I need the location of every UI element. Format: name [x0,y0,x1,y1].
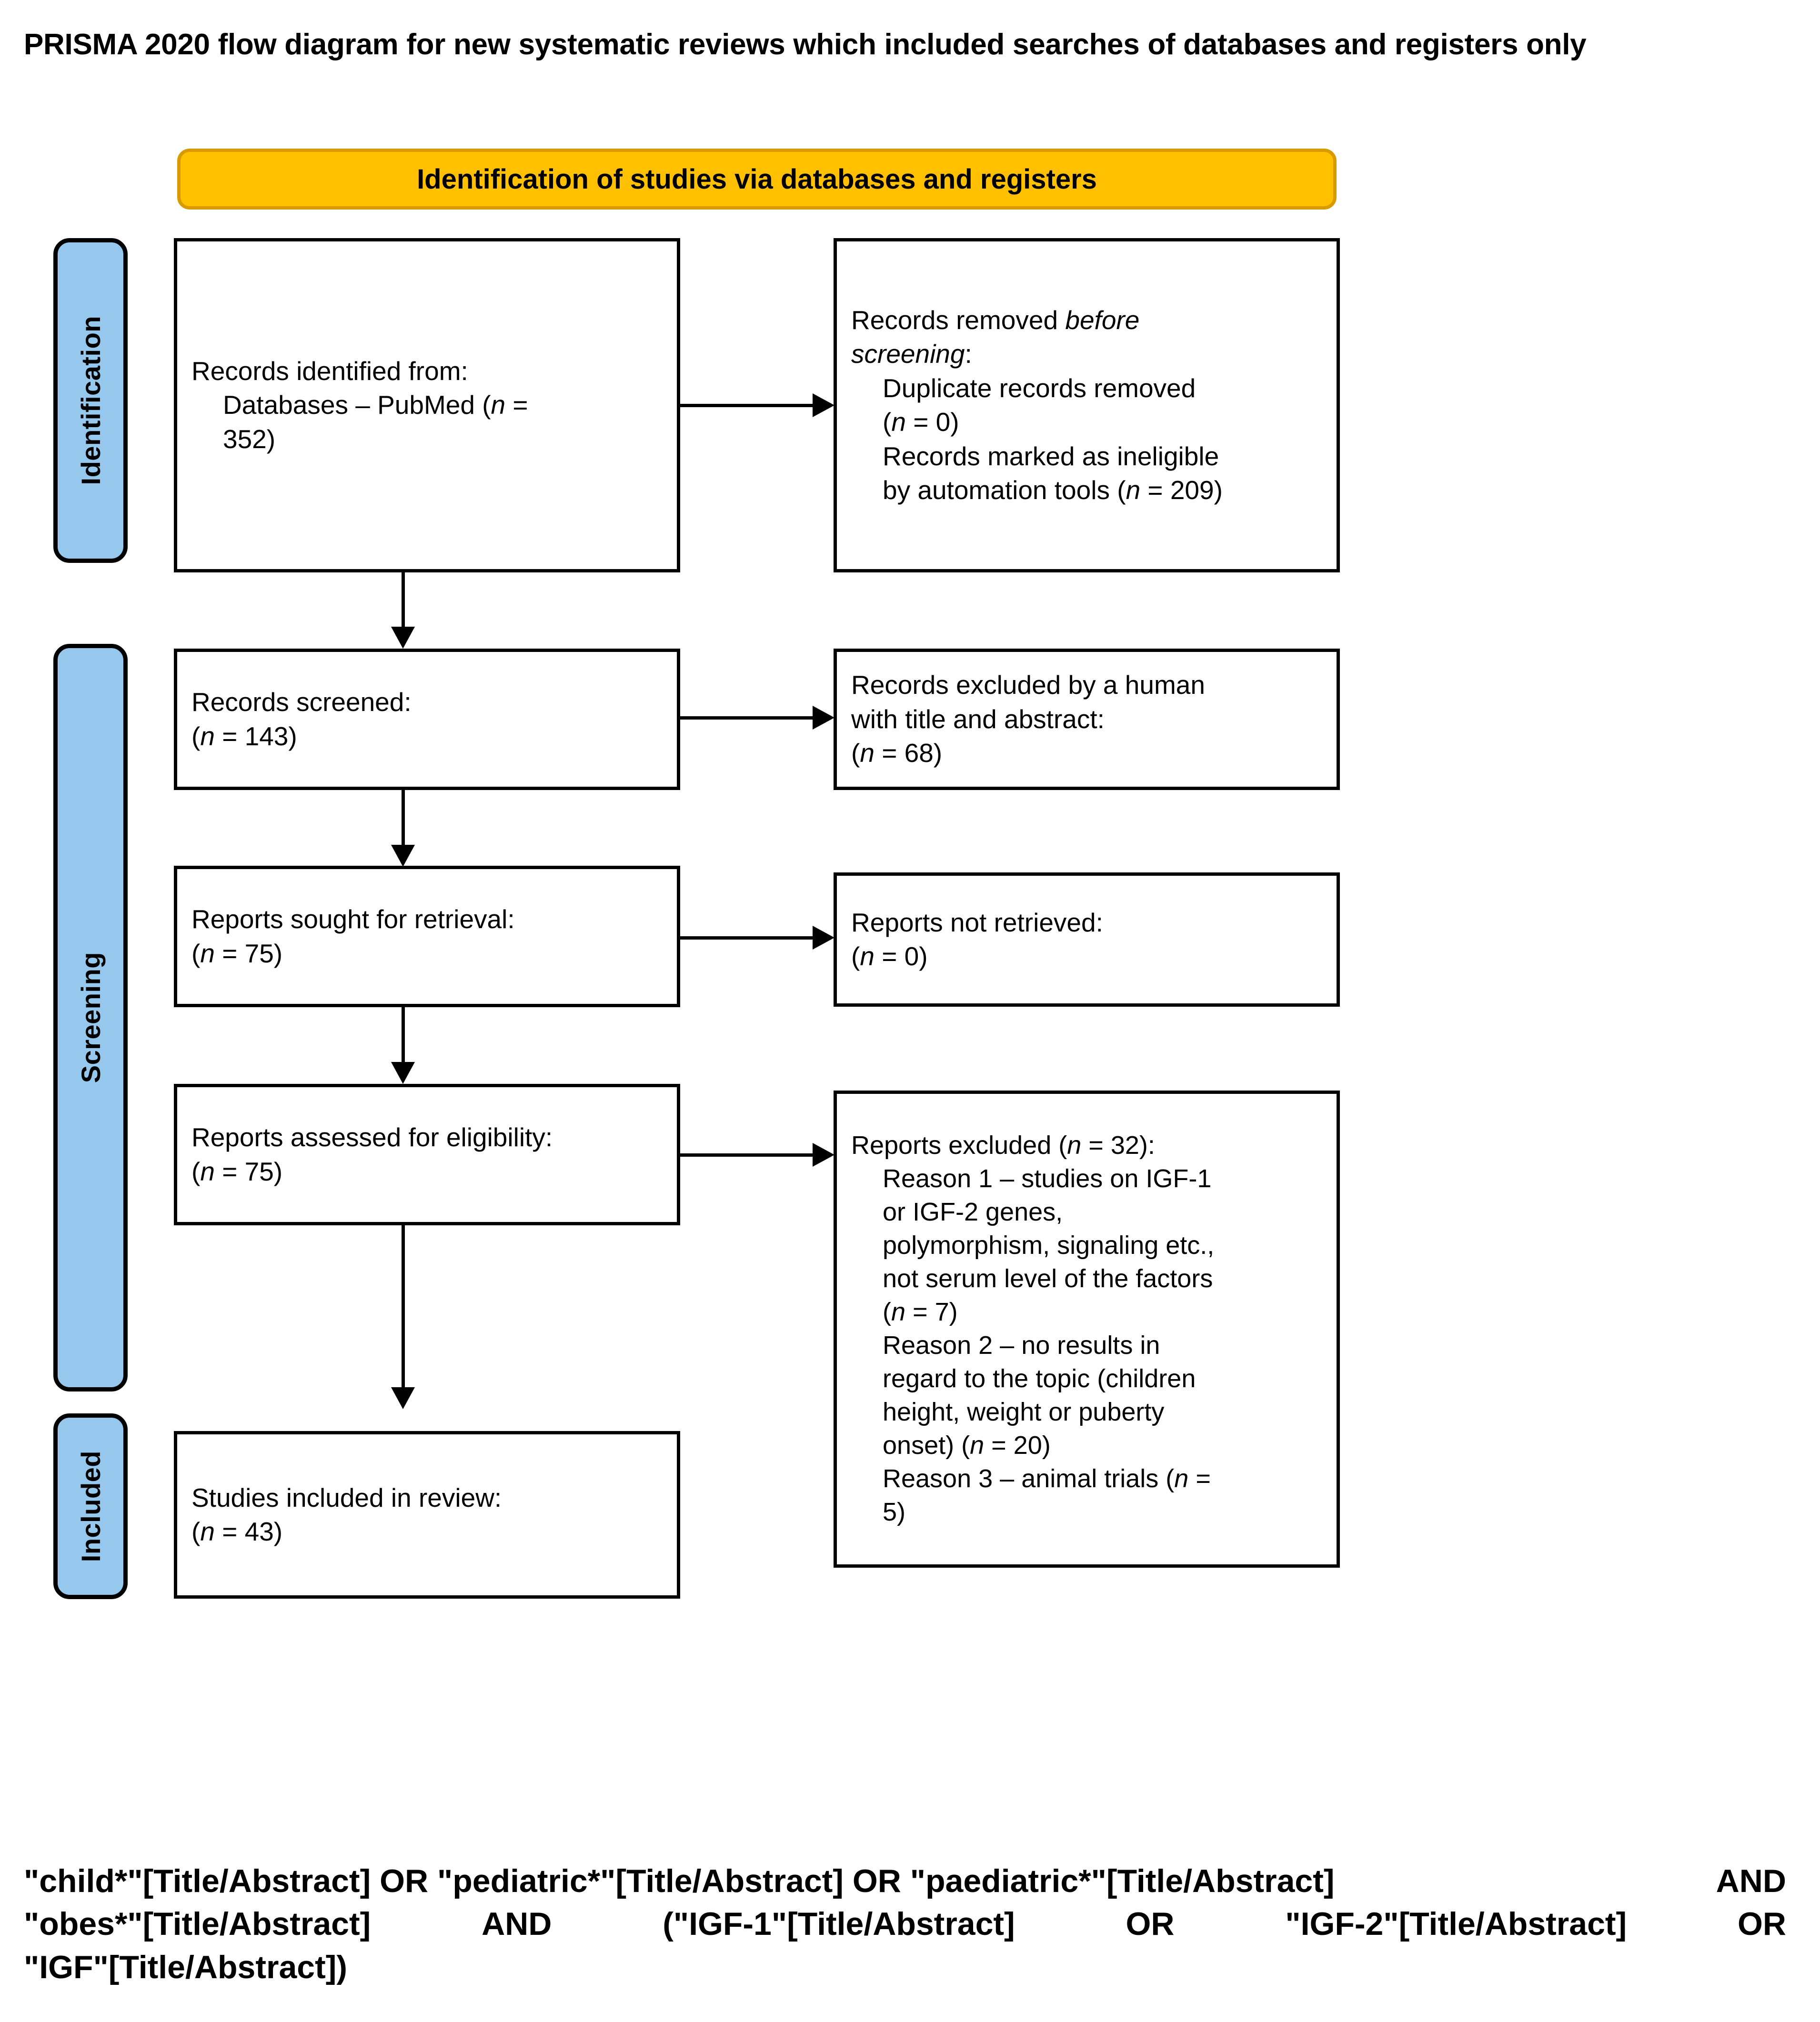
phase-bar-included-label: Included [75,1450,106,1562]
connector-assessed-to-reports-excluded [680,1153,813,1157]
line: Databases – PubMed (n = [223,390,528,420]
box-records-identified-text: Records identified from: Databases – Pub… [191,354,663,457]
search-query-line-1: "child*"[Title/Abstract] OR "pediatric*"… [24,1860,1786,1902]
phase-bar-screening-label: Screening [75,952,106,1083]
search-query-igf2-term: "IGF-2"[Title/Abstract] [1285,1906,1627,1942]
line: (n = 75) [191,1156,283,1186]
connector-screened-to-excluded [680,716,813,720]
line: Duplicate records removed [883,373,1196,403]
line: Records identified from: [191,356,468,386]
line: Records removed before [851,305,1140,335]
box-records-identified: Records identified from: Databases – Pub… [174,238,680,572]
search-query-igf1-term: ("IGF-1"[Title/Abstract] [663,1906,1015,1942]
line: or IGF-2 genes, [883,1198,1063,1227]
arrow-screened-to-excluded [813,706,835,730]
connector-identified-to-removed [680,404,813,407]
line: 5) [883,1497,906,1526]
box-records-excluded: Records excluded by a human with title a… [834,649,1340,790]
identification-section-banner: Identification of studies via databases … [177,149,1337,210]
box-reports-excluded: Reports excluded (n = 32): Reason 1 – st… [834,1091,1340,1568]
line: screening: [851,339,972,369]
line: (n = 68) [851,738,943,768]
line: Records marked as ineligible [883,441,1219,471]
search-query-or-operator-1: OR [1126,1906,1175,1942]
line: 352) [223,424,276,454]
line: Studies included in review: [191,1482,502,1512]
box-reports-assessed-text: Reports assessed for eligibility: (n = 7… [191,1121,663,1189]
box-reports-not-retrieved-text: Reports not retrieved: (n = 0) [851,906,1322,974]
line: with title and abstract: [851,704,1105,734]
phase-bar-identification: Identification [53,238,128,563]
line: height, weight or puberty [883,1397,1165,1426]
identification-section-banner-label: Identification of studies via databases … [417,163,1097,195]
box-records-removed-text: Records removed before screening: Duplic… [851,303,1322,508]
connector-screened-to-sought [402,790,405,845]
arrow-assessed-to-reports-excluded [813,1143,835,1167]
line: Reports excluded (n = 32): [851,1131,1155,1160]
box-reports-not-retrieved: Reports not retrieved: (n = 0) [834,872,1340,1007]
search-query-line-2: "obes*"[Title/Abstract] AND ("IGF-1"[Tit… [24,1902,1786,1945]
line: Reports assessed for eligibility: [191,1122,553,1152]
box-records-removed-before-screening: Records removed before screening: Duplic… [834,238,1340,572]
arrow-sought-to-assessed [391,1062,415,1084]
search-query: "child*"[Title/Abstract] OR "pediatric*"… [24,1860,1786,1989]
box-records-excluded-text: Records excluded by a human with title a… [851,668,1322,771]
line: not serum level of the factors [883,1264,1213,1293]
search-query-obes-term: "obes*"[Title/Abstract] [24,1906,371,1942]
connector-assessed-to-included [402,1225,405,1387]
box-reports-assessed-for-eligibility: Reports assessed for eligibility: (n = 7… [174,1084,680,1225]
line: polymorphism, signaling etc., [883,1231,1215,1260]
line: regard to the topic (children [883,1364,1196,1393]
line: Reason 2 – no results in [883,1331,1160,1360]
search-query-or-operator-2: OR [1738,1906,1786,1942]
search-query-and-operator: AND [482,1906,552,1942]
line: Reports sought for retrieval: [191,904,515,934]
search-query-line-1-terms: "child*"[Title/Abstract] OR "pediatric*"… [24,1863,1335,1899]
box-reports-sought-text: Reports sought for retrieval: (n = 75) [191,902,663,971]
phase-bar-included: Included [53,1413,128,1599]
box-studies-included-text: Studies included in review: (n = 43) [191,1481,663,1549]
line: Reason 1 – studies on IGF-1 [883,1164,1212,1193]
connector-identified-to-screened [402,572,405,627]
search-query-line-1-operator: AND [1716,1863,1786,1899]
arrow-sought-to-not-retrieved [813,926,835,950]
search-query-line-3: "IGF"[Title/Abstract]) [24,1949,348,1985]
line: onset) (n = 20) [883,1431,1051,1460]
line: (n = 143) [191,721,297,751]
arrow-identified-to-removed [813,393,835,417]
page-title: PRISMA 2020 flow diagram for new systema… [24,28,1587,61]
box-reports-sought-for-retrieval: Reports sought for retrieval: (n = 75) [174,866,680,1007]
arrow-assessed-to-included [391,1387,415,1409]
line: (n = 43) [191,1517,283,1546]
arrow-screened-to-sought [391,845,415,867]
box-studies-included-in-review: Studies included in review: (n = 43) [174,1431,680,1599]
line: (n = 7) [883,1298,958,1327]
phase-bar-identification-label: Identification [75,316,106,485]
line: Records excluded by a human [851,670,1205,700]
line: (n = 75) [191,938,283,968]
box-records-screened-text: Records screened: (n = 143) [191,685,663,753]
box-records-screened: Records screened: (n = 143) [174,649,680,790]
phase-bar-screening: Screening [53,644,128,1391]
line: Records screened: [191,687,412,717]
box-reports-excluded-text: Reports excluded (n = 32): Reason 1 – st… [851,1129,1322,1529]
line: (n = 0) [883,407,959,437]
line: Reports not retrieved: [851,907,1103,937]
connector-sought-to-assessed [402,1007,405,1062]
connector-sought-to-not-retrieved [680,936,813,940]
line: by automation tools (n = 209) [883,475,1223,505]
arrow-identified-to-screened [391,627,415,649]
line: (n = 0) [851,941,928,971]
line: Reason 3 – animal trials (n = [883,1464,1211,1493]
